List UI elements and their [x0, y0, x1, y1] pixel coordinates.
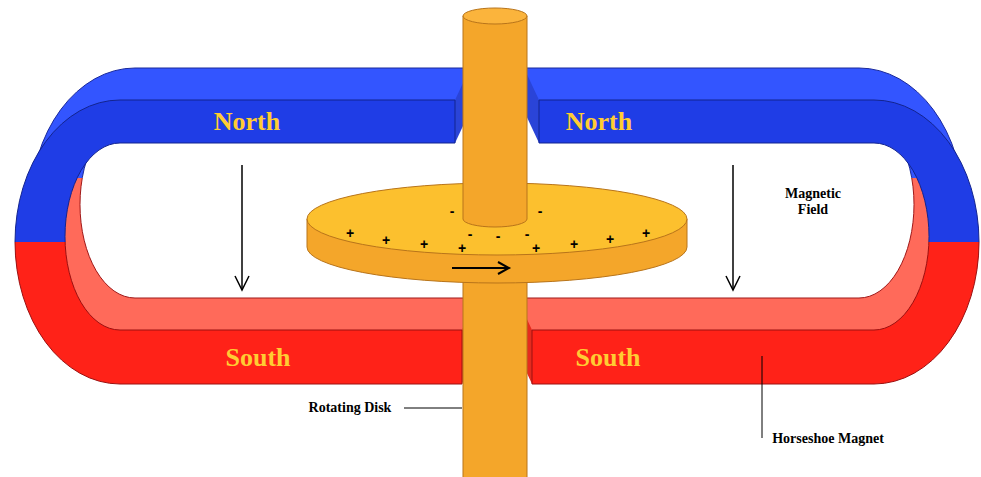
charge-sign: -: [496, 229, 501, 243]
rotation-arrow: [452, 262, 509, 274]
charge-sign: +: [570, 237, 578, 251]
charge-sign: -: [468, 227, 473, 241]
part-label: Horseshoe Magnet: [768, 431, 888, 447]
pole-label: North: [566, 109, 632, 135]
charge-sign: +: [382, 233, 390, 247]
charge-sign: +: [346, 226, 354, 240]
pole-face: South: [180, 334, 336, 382]
shaft: [463, 8, 527, 227]
charge-sign: -: [525, 227, 530, 241]
pole-label: North: [214, 109, 280, 135]
charge-sign: +: [606, 232, 614, 246]
part-label: Rotating Disk: [300, 400, 400, 416]
charge-sign: -: [538, 204, 543, 218]
pole-label: South: [575, 345, 640, 371]
charge-sign: +: [642, 226, 650, 240]
charge-sign: +: [458, 241, 466, 255]
part-label: Magnetic Field: [776, 186, 850, 218]
shaft: [463, 250, 527, 477]
pole-face: South: [530, 334, 686, 382]
pole-face: North: [522, 102, 676, 142]
charge-sign: +: [532, 241, 540, 255]
charge-sign: -: [450, 204, 455, 218]
charge-sign: +: [420, 237, 428, 251]
pole-face: North: [170, 102, 324, 142]
pole-label: South: [225, 345, 290, 371]
